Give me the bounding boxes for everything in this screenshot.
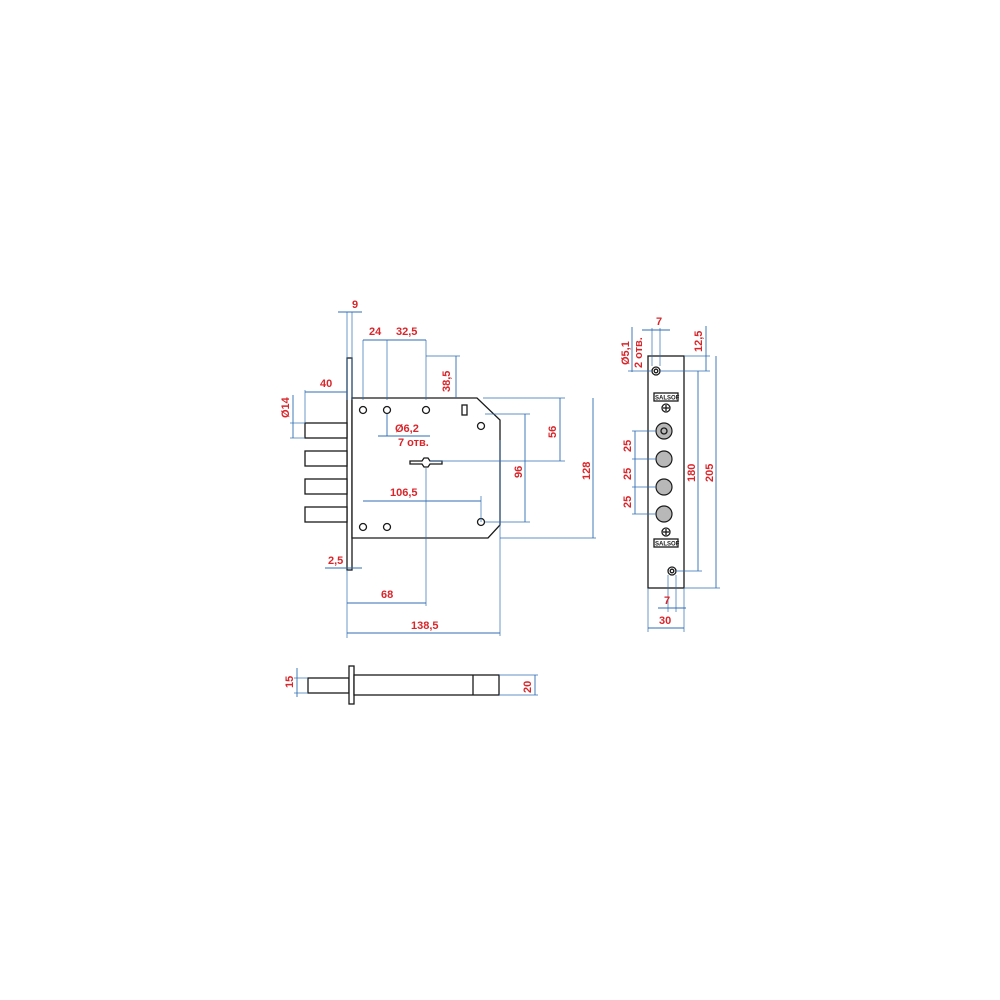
faceplate-view: SALSOF SALSOF 7 Ø5,1 2 отв. 12,5	[620, 316, 720, 632]
screw-hole-bottom-inner	[669, 568, 675, 574]
dim-12-5: 12,5	[693, 331, 705, 352]
dim-25-a: 25	[622, 440, 634, 452]
logo-top: SALSOF	[655, 396, 680, 402]
front-faceplate	[346, 357, 353, 571]
bolt-hole-2	[655, 450, 673, 468]
mount-hole	[382, 405, 392, 415]
dim-40: 40	[320, 378, 332, 390]
side-view: 15 20	[284, 665, 538, 705]
dim-205: 205	[704, 464, 716, 482]
dim-7-holes: 7 отв.	[398, 437, 429, 449]
dim-138-5: 138,5	[411, 620, 439, 632]
mount-hole	[358, 405, 368, 415]
dim-d14: Ø14	[280, 396, 292, 418]
keyhole-icon	[409, 457, 443, 468]
plus-screw-icon	[661, 403, 671, 413]
bolt-1	[304, 422, 348, 439]
logo-plate-top	[653, 392, 679, 402]
dim-2-holes: 2 отв.	[633, 337, 645, 368]
dim-96: 96	[513, 466, 525, 478]
faceplate-strip	[647, 355, 685, 589]
dim-15: 15	[284, 676, 296, 688]
dim-128: 128	[581, 462, 593, 480]
bolt-hole-1-inner	[660, 427, 668, 435]
side-faceplate	[348, 665, 355, 705]
dim-30: 30	[659, 615, 671, 627]
dim-d6-2: Ø6,2	[395, 423, 419, 435]
dim-7-top: 7	[656, 316, 662, 328]
mount-hole	[476, 421, 486, 431]
bolt-hole-1	[655, 422, 673, 440]
side-body	[353, 674, 500, 696]
bolt-4	[304, 506, 348, 523]
logo-bottom: SALSOF	[655, 542, 680, 548]
latch-slot	[461, 404, 468, 416]
dim-25-b: 25	[622, 468, 634, 480]
dim-24: 24	[369, 326, 382, 338]
dim-56: 56	[547, 426, 559, 438]
mount-hole	[421, 405, 431, 415]
dim-9: 9	[352, 299, 358, 311]
plus-screw-icon	[661, 527, 671, 537]
bolt-hole-3	[655, 478, 673, 496]
dim-68: 68	[381, 589, 393, 601]
dim-2-5: 2,5	[328, 555, 343, 567]
side-bolt	[307, 677, 350, 694]
dim-20: 20	[522, 681, 534, 693]
mount-hole	[358, 522, 368, 532]
logo-plate-bottom	[653, 538, 679, 548]
dim-25-c: 25	[622, 496, 634, 508]
dim-32-5: 32,5	[396, 326, 417, 338]
bolt-3	[304, 478, 348, 495]
dim-7-bottom: 7	[664, 595, 670, 607]
bolt-hole-4	[655, 505, 673, 523]
bolt-2	[304, 450, 348, 467]
screw-hole-top-inner	[653, 368, 659, 374]
dim-106-5: 106,5	[390, 487, 418, 499]
dim-d5-1: Ø5,1	[620, 341, 632, 365]
front-view: 9 24 32,5 38,5 40 Ø14 Ø6,2 7 отв. 56	[280, 299, 596, 638]
dim-180: 180	[686, 464, 698, 482]
mount-hole	[382, 522, 392, 532]
dim-38-5: 38,5	[441, 371, 453, 392]
